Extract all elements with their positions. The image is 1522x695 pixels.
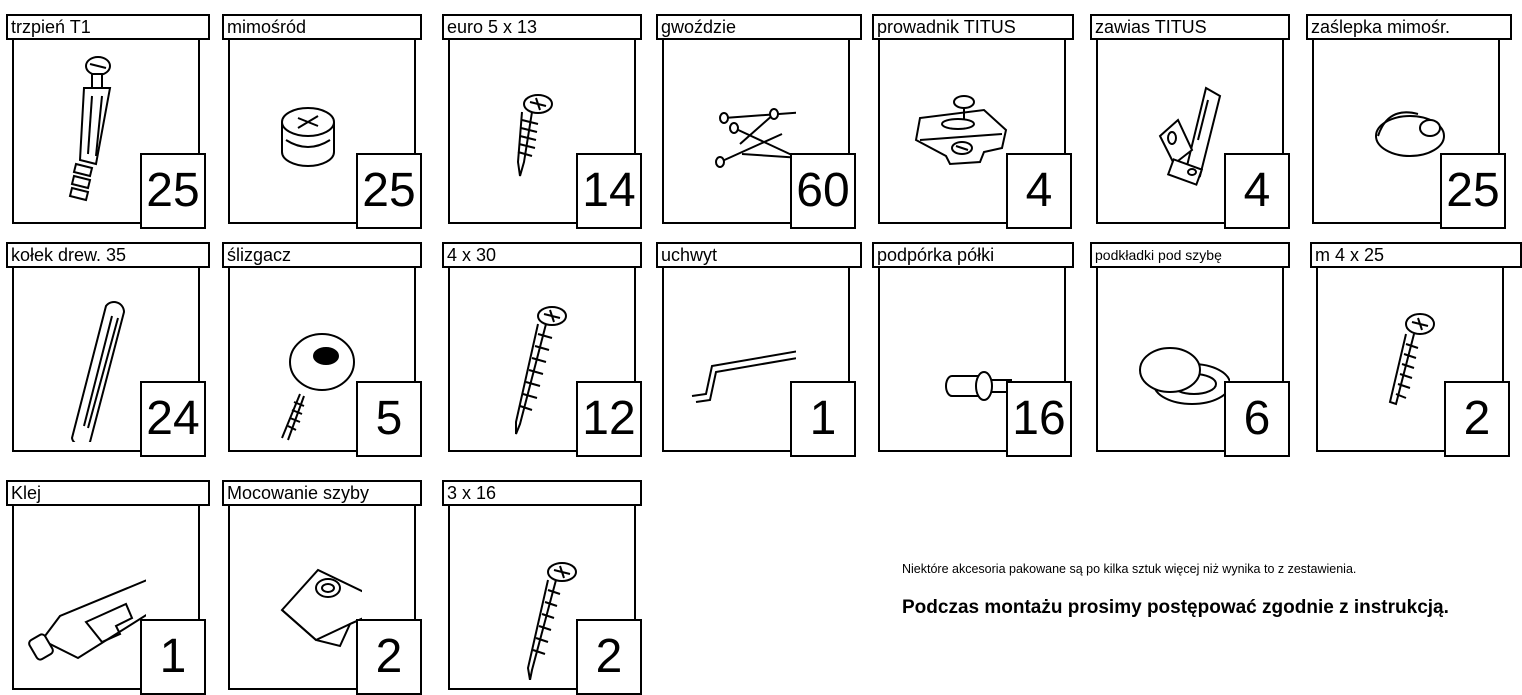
item-mimosrod: mimośród 25 bbox=[222, 14, 422, 229]
glue-tube-icon bbox=[28, 579, 146, 661]
nails-icon bbox=[715, 108, 796, 168]
quantity-box: 25 bbox=[356, 153, 422, 229]
handle-icon bbox=[691, 350, 796, 403]
item-gwozdzie: gwoździe 60 bbox=[656, 14, 862, 229]
item-podporka: podpórka półki 16 bbox=[872, 242, 1074, 457]
item-label: 3 x 16 bbox=[442, 480, 642, 506]
quantity-box: 6 bbox=[1224, 381, 1290, 457]
quantity-box: 60 bbox=[790, 153, 856, 229]
item-label: m 4 x 25 bbox=[1310, 242, 1522, 268]
quantity-box: 24 bbox=[140, 381, 206, 457]
item-euro-screw: euro 5 x 13 14 bbox=[442, 14, 642, 229]
quantity-box: 2 bbox=[356, 619, 422, 695]
item-slizgacz: ślizgacz 5 bbox=[222, 242, 422, 457]
item-label: gwoździe bbox=[656, 14, 862, 40]
cap-icon bbox=[1375, 111, 1445, 157]
quantity-box: 14 bbox=[576, 153, 642, 229]
quantity-box: 5 bbox=[356, 381, 422, 457]
glass-pad-icon bbox=[1139, 347, 1230, 405]
item-podkladki: podkładki pod szybę 6 bbox=[1090, 242, 1290, 457]
quantity-box: 12 bbox=[576, 381, 642, 457]
quantity-box: 16 bbox=[1006, 381, 1072, 457]
quantity-box: 25 bbox=[1440, 153, 1506, 229]
item-label: Mocowanie szyby bbox=[222, 480, 422, 506]
pan-screw-icon bbox=[1388, 313, 1435, 406]
quantity-box: 2 bbox=[1444, 381, 1510, 457]
item-screw-m4x25: m 4 x 25 2 bbox=[1310, 242, 1522, 457]
item-mocowanie: Mocowanie szyby 2 bbox=[222, 480, 422, 695]
euro-screw-icon bbox=[516, 94, 553, 177]
item-prowadnik: prowadnik TITUS 4 bbox=[872, 14, 1074, 229]
item-trzpien: trzpień T1 25 bbox=[6, 14, 210, 229]
cam-lock-icon bbox=[281, 107, 335, 167]
item-screw-3x16: 3 x 16 2 bbox=[442, 480, 642, 695]
item-label: 4 x 30 bbox=[442, 242, 642, 268]
dowel-icon bbox=[70, 301, 126, 442]
packing-note: Niektóre akcesoria pakowane są po kilka … bbox=[902, 562, 1357, 576]
item-uchwyt: uchwyt 1 bbox=[656, 242, 862, 457]
assembly-note: Podczas montażu prosimy postępować zgodn… bbox=[902, 597, 1449, 618]
item-label: zawias TITUS bbox=[1090, 14, 1290, 40]
quantity-box: 1 bbox=[140, 619, 206, 695]
small-screw-icon bbox=[526, 562, 577, 680]
quantity-box: 4 bbox=[1006, 153, 1072, 229]
quantity-box: 25 bbox=[140, 153, 206, 229]
quantity-box: 1 bbox=[790, 381, 856, 457]
item-frame bbox=[1316, 266, 1504, 452]
quantity-box: 2 bbox=[576, 619, 642, 695]
item-label: trzpień T1 bbox=[6, 14, 210, 40]
shelf-support-icon bbox=[945, 371, 1012, 401]
item-screw-4x30: 4 x 30 12 bbox=[442, 242, 642, 457]
cam-bolt-icon bbox=[68, 56, 112, 202]
wood-screw-icon bbox=[515, 306, 567, 435]
item-label: Klej bbox=[6, 480, 210, 506]
quantity-box: 4 bbox=[1224, 153, 1290, 229]
hinge-plate-icon bbox=[914, 95, 1008, 166]
item-label: uchwyt bbox=[656, 242, 862, 268]
item-label: mimośród bbox=[222, 14, 422, 40]
hinge-icon bbox=[1158, 86, 1222, 186]
item-zawias: zawias TITUS 4 bbox=[1090, 14, 1290, 229]
item-kolek: kołek drew. 35 24 bbox=[6, 242, 210, 457]
glider-icon bbox=[281, 333, 355, 441]
item-label: zaślepka mimośr. bbox=[1306, 14, 1512, 40]
item-label: prowadnik TITUS bbox=[872, 14, 1074, 40]
glass-clip-icon bbox=[280, 568, 362, 648]
item-label: podkładki pod szybę bbox=[1090, 242, 1290, 268]
item-label: kołek drew. 35 bbox=[6, 242, 210, 268]
item-label: euro 5 x 13 bbox=[442, 14, 642, 40]
item-label: podpórka półki bbox=[872, 242, 1074, 268]
item-zaslepka: zaślepka mimośr. 25 bbox=[1306, 14, 1512, 229]
item-klej: Klej 1 bbox=[6, 480, 210, 695]
item-label: ślizgacz bbox=[222, 242, 422, 268]
